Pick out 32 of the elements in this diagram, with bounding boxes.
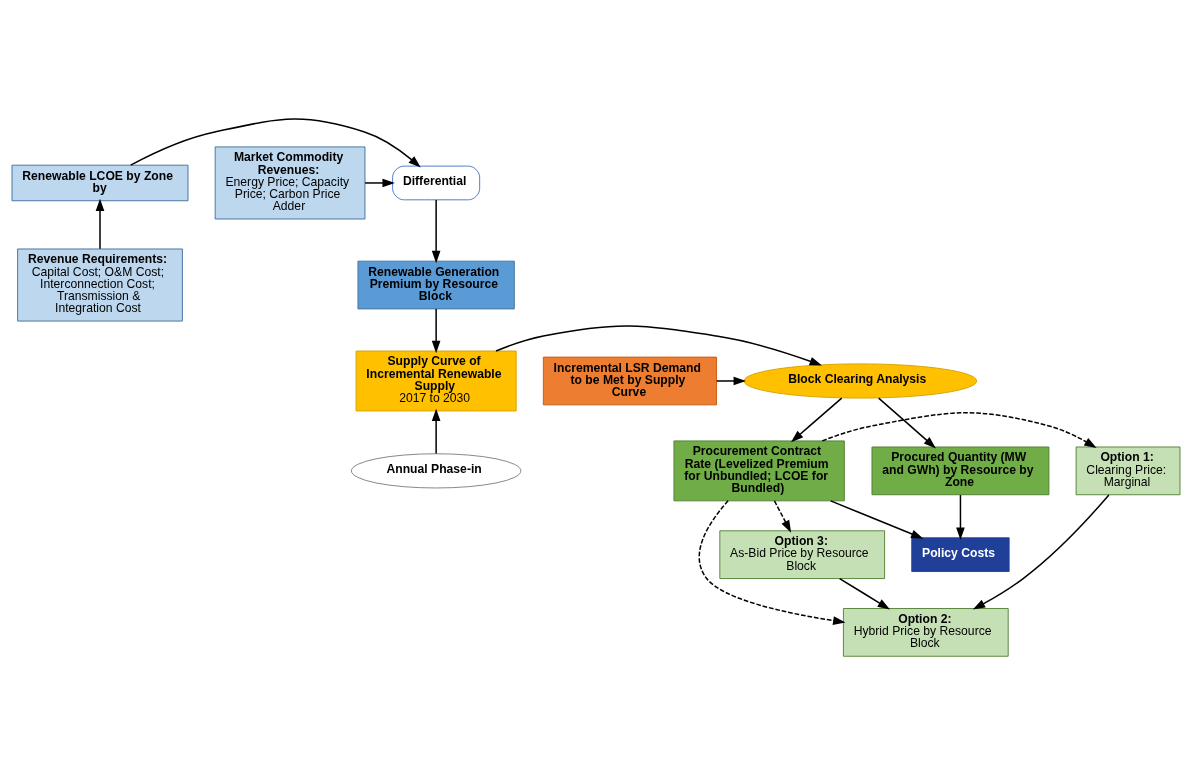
- node-box: Revenue Requirements: Capital Cost; O&M Cost; Interconnection Cost; Transmission & Integration Cost: [17, 248, 183, 322]
- node-box: Option 2: Hybrid Price by Resource Block: [842, 607, 1009, 657]
- arrow: [791, 396, 843, 442]
- node-box: Procurement Contract Rate (Levelized Premium for Unbundled; LCOE for Bundled): [673, 439, 845, 501]
- node-box: Option 1: Clearing Price: Marginal: [1075, 446, 1181, 495]
- arrow: [829, 499, 924, 539]
- arrow: [129, 117, 421, 168]
- arrow: [877, 396, 936, 448]
- arrow: [431, 198, 441, 263]
- node-box: Renewable LCOE by Zone by: [11, 164, 189, 201]
- arrow: [821, 411, 1097, 448]
- arrow: [95, 198, 105, 249]
- node-box: Renewable Generation Premium by Resource Block: [357, 260, 515, 309]
- node-ellipse: Block Clearing Analysis: [743, 362, 978, 399]
- arrow: [431, 307, 441, 353]
- node-box: Option 3: As-Bid Price by Resource Block: [719, 529, 886, 579]
- arrow: [431, 408, 441, 454]
- arrow: [838, 577, 891, 609]
- node-box: Supply Curve of Incremental Renewable Supply 2017 to 2030: [355, 350, 517, 411]
- arrow: [716, 376, 746, 385]
- arrow: [698, 499, 846, 625]
- node-box: Procured Quantity (MW and GWh) by Resource by Zone: [871, 446, 1050, 495]
- node-box: Differential: [392, 165, 481, 200]
- node-box: Market Commodity Revenues: Energy Price; Capacity Price; Carbon Price Adder: [214, 145, 366, 219]
- arrow: [773, 499, 792, 533]
- arrow: [495, 324, 822, 365]
- arrow: [364, 178, 395, 187]
- node-ellipse: Annual Phase-in: [350, 452, 522, 488]
- arrow: [972, 493, 1110, 609]
- node-box: Incremental LSR Demand to be Met by Supply Curve: [542, 356, 717, 405]
- arrow: [956, 493, 965, 540]
- node-box: Policy Costs: [911, 536, 1010, 572]
